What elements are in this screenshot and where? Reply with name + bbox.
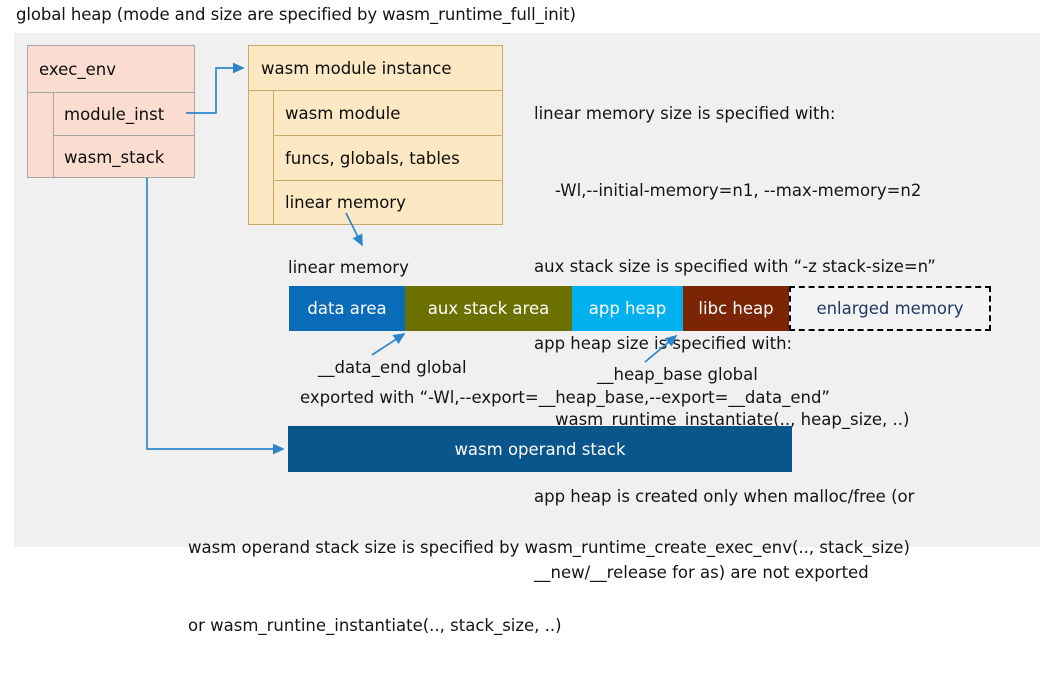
note-line: app heap is created only when malloc/fre… bbox=[534, 486, 915, 506]
wasm-module-instance-box: wasm module instance wasm module funcs, … bbox=[248, 45, 503, 225]
memory-segment-label: enlarged memory bbox=[816, 299, 964, 318]
memory-segment-label: data area bbox=[307, 299, 387, 318]
wasm-module-instance-header: wasm module instance bbox=[249, 46, 502, 91]
operand-stack-notes: wasm operand stack size is specified by … bbox=[188, 483, 910, 691]
note-line: wasm_runtime_instantiate(.., heap_size, … bbox=[534, 410, 910, 429]
configuration-notes: linear memory size is specified with: -W… bbox=[534, 50, 1034, 637]
memory-segment-label: aux stack area bbox=[427, 299, 550, 318]
exported-with-caption: exported with “-Wl,--export=__heap_base,… bbox=[300, 388, 830, 407]
note-line: -Wl,--initial-memory=n1, --max-memory=n2 bbox=[534, 180, 922, 200]
note-line: linear memory size is specified with: bbox=[534, 104, 836, 123]
note-line: app heap size is specified with: bbox=[534, 333, 793, 353]
exec-env-header: exec_env bbox=[28, 46, 194, 93]
exec-env-field-wasm-stack: wasm_stack bbox=[64, 147, 165, 167]
heap-base-global-caption: __heap_base global bbox=[597, 365, 758, 384]
wasm-operand-stack-box: wasm operand stack bbox=[288, 426, 792, 472]
page-title: global heap (mode and size are specified… bbox=[16, 5, 576, 24]
wasm-operand-stack-label: wasm operand stack bbox=[454, 439, 626, 459]
memory-segment-data-area: data area bbox=[289, 286, 405, 331]
wasm-module-instance-gutter bbox=[249, 91, 274, 224]
wasm-module-instance-field-linear-memory: linear memory bbox=[285, 193, 406, 212]
linear-memory-label: linear memory bbox=[288, 258, 409, 277]
memory-segment-aux-stack-area: aux stack area bbox=[405, 286, 572, 331]
exec-env-gutter bbox=[28, 93, 54, 177]
exec-env-box: exec_env module_inst wasm_stack bbox=[27, 45, 195, 178]
memory-segment-label: libc heap bbox=[698, 299, 774, 318]
exec-env-field-module-inst: module_inst bbox=[54, 93, 194, 136]
wasm-module-instance-field-wasm-module: wasm module bbox=[274, 91, 502, 136]
note-line: aux stack size is specified with “-z sta… bbox=[534, 257, 936, 276]
memory-segment-libc-heap: libc heap bbox=[683, 286, 789, 331]
note-line: wasm operand stack size is specified by … bbox=[188, 538, 910, 557]
memory-segment-app-heap: app heap bbox=[572, 286, 683, 331]
linear-memory-bar: data area aux stack area app heap libc h… bbox=[289, 286, 991, 331]
memory-segment-enlarged-memory: enlarged memory bbox=[789, 286, 991, 331]
diagram-root: global heap (mode and size are specified… bbox=[14, 5, 1040, 635]
memory-segment-label: app heap bbox=[588, 299, 667, 318]
note-line: or wasm_runtine_instantiate(.., stack_si… bbox=[188, 616, 562, 635]
wasm-module-instance-field-funcs-globals-tables: funcs, globals, tables bbox=[274, 136, 502, 181]
data-end-global-caption: __data_end global bbox=[318, 358, 467, 377]
